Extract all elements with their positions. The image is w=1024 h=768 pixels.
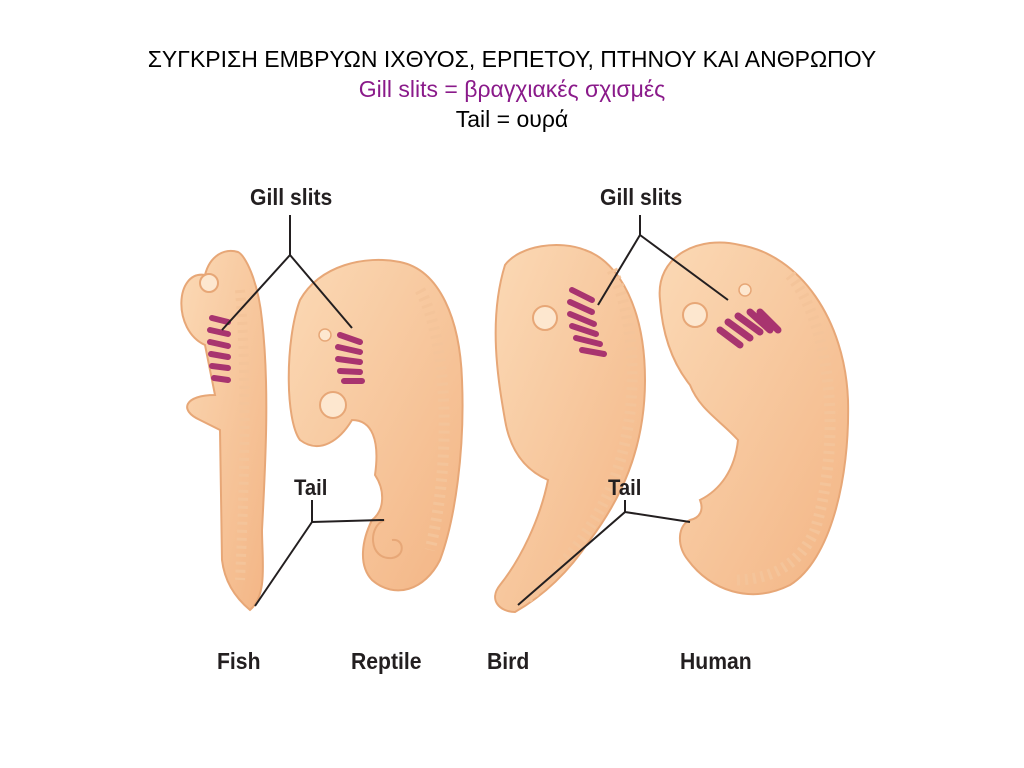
reptile-eye bbox=[319, 391, 347, 419]
bird-label: Bird bbox=[487, 648, 530, 674]
human-body bbox=[658, 241, 850, 596]
gill-leader-left bbox=[221, 215, 353, 331]
header: ΣΥΓΚΡΙΣΗ ΕΜΒΡΥΩΝ ΙΧΘΥΟΣ, ΕΡΠΕΤΟΥ, ΠΤΗΝΟΥ… bbox=[0, 44, 1024, 134]
human-eye bbox=[682, 302, 708, 328]
reptile-spine bbox=[415, 287, 450, 552]
fish-body bbox=[180, 250, 268, 612]
human-spine bbox=[734, 271, 836, 586]
fish-label: Fish bbox=[217, 648, 261, 674]
human-label: Human bbox=[680, 648, 752, 674]
reptile-gill-slits bbox=[335, 332, 365, 384]
fish-embryo bbox=[180, 250, 268, 612]
human-gill-slits bbox=[716, 308, 782, 349]
fish-gill-slits bbox=[207, 315, 231, 383]
leader-lines bbox=[221, 215, 729, 607]
human-embryo bbox=[658, 241, 850, 596]
reptile-embryo bbox=[287, 258, 464, 592]
page-subtitle: Gill slits = βραγχιακές σχισμές bbox=[358, 76, 666, 102]
bird-embryo bbox=[494, 244, 647, 614]
tail-label-right: Tail bbox=[608, 475, 642, 500]
tail-leader-right bbox=[517, 500, 691, 606]
human-eye-top bbox=[738, 283, 752, 297]
bird-eye-top bbox=[532, 305, 558, 331]
gill-slits-label-left: Gill slits bbox=[250, 184, 333, 210]
fish-eye bbox=[199, 273, 219, 293]
page-title: ΣΥΓΚΡΙΣΗ ΕΜΒΡΥΩΝ ΙΧΘΥΟΣ, ΕΡΠΕΤΟΥ, ΠΤΗΝΟΥ… bbox=[147, 46, 877, 72]
bird-gill-slits bbox=[567, 287, 607, 357]
tail-label-left: Tail bbox=[294, 475, 328, 500]
bird-spine bbox=[521, 267, 638, 605]
reptile-body bbox=[287, 258, 464, 592]
reptile-tail-curl bbox=[372, 519, 403, 560]
gill-slits-label-right: Gill slits bbox=[600, 184, 683, 210]
fish-spine bbox=[235, 289, 250, 581]
tail-leader-left bbox=[254, 500, 385, 607]
reptile-eye-top bbox=[318, 328, 332, 342]
reptile-label: Reptile bbox=[351, 648, 422, 674]
gill-leader-right bbox=[597, 215, 729, 306]
page-subtitle-2: Tail = ουρά bbox=[455, 106, 569, 132]
